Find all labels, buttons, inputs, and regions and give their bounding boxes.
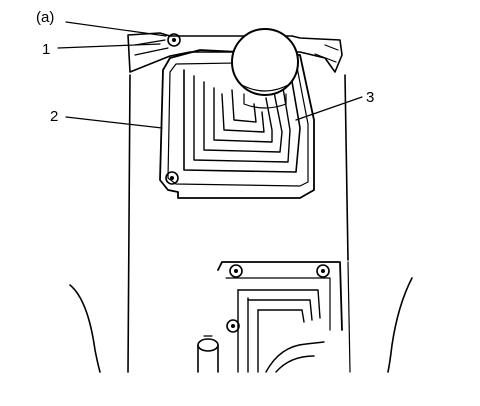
callout-1: 1: [42, 41, 50, 58]
bolt-a: [167, 33, 181, 47]
callout-a: (a): [36, 9, 54, 26]
side-trims: [69, 277, 413, 373]
lower-knob: [197, 335, 219, 373]
callout-3: 3: [366, 89, 374, 106]
callout-2: 2: [50, 108, 58, 125]
shift-knob: [231, 28, 299, 109]
lower-console: [217, 261, 343, 373]
bellows-boot: [183, 69, 301, 173]
leader-lines: [57, 21, 363, 129]
bracket: [127, 32, 343, 73]
